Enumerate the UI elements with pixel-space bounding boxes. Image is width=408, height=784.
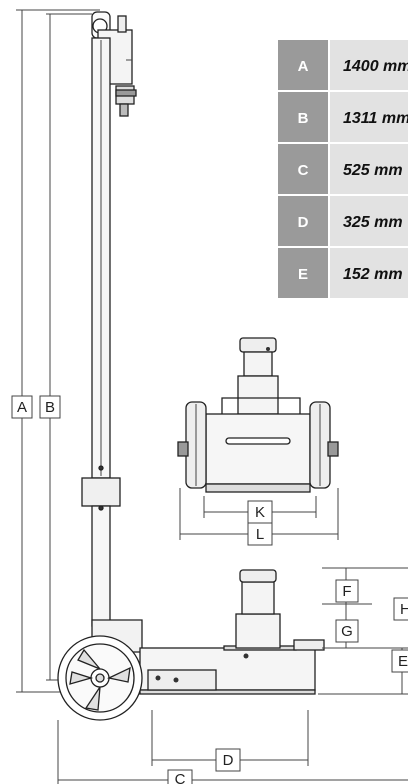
- cylinder-stage-2: [241, 581, 275, 615]
- front-cylinder-stage-1: [237, 375, 279, 415]
- air-valve: [115, 85, 137, 117]
- front-cylinder-stage-2: [243, 351, 273, 377]
- label-g: G: [341, 623, 353, 640]
- dimension-line-a: [16, 9, 100, 693]
- front-body: [205, 413, 311, 485]
- table-row-b: B 1311 mm: [278, 92, 408, 142]
- table-value-label: 525 mm: [343, 162, 403, 179]
- dimension-line-c: [57, 720, 408, 784]
- table-row-e: E 152 mm: [278, 248, 408, 298]
- dimension-line-k: [203, 496, 317, 518]
- label-c: C: [175, 771, 186, 784]
- dimension-table: A 1400 mm B 1311 mm C 525 mm D 325 mm E …: [278, 40, 408, 298]
- label-a-box: A: [11, 395, 33, 419]
- table-value-cell: [330, 196, 408, 246]
- table-key-cell: [278, 92, 328, 142]
- saddle: [239, 569, 277, 583]
- cylinder-stage-1: [235, 613, 281, 649]
- table-key-label: B: [298, 110, 309, 127]
- table-row-a: A 1400 mm: [278, 40, 408, 90]
- label-l: L: [256, 526, 264, 543]
- dimension-lines-right: [318, 567, 408, 695]
- label-g-box: G: [335, 619, 359, 643]
- label-d-box: D: [215, 748, 241, 772]
- table-key-cell: [278, 144, 328, 194]
- dimension-line-d: [151, 710, 309, 766]
- table-value-cell: [330, 92, 408, 142]
- table-value-label: 325 mm: [343, 214, 403, 231]
- handle-shaft-lower: [91, 505, 111, 627]
- table-value-cell: [330, 144, 408, 194]
- label-a: A: [17, 399, 27, 416]
- table-key-cell: [278, 248, 328, 298]
- table-key-label: C: [298, 162, 309, 179]
- table-key-cell: [278, 40, 328, 90]
- side-port: [293, 639, 325, 651]
- table-value-label: 1311 mm: [343, 110, 408, 127]
- table-key-label: A: [298, 58, 309, 75]
- label-h-box: H: [393, 597, 408, 621]
- dimension-line-b: [46, 13, 92, 681]
- table-value-cell: [330, 40, 408, 90]
- table-key-cell: [278, 196, 328, 246]
- label-b-box: B: [39, 395, 61, 419]
- label-f: F: [342, 583, 351, 600]
- table-value-label: 152 mm: [343, 266, 403, 283]
- table-value-cell: [330, 248, 408, 298]
- table-value-label: 1400 mm: [343, 58, 408, 75]
- label-e-box: E: [391, 649, 408, 673]
- label-e: E: [398, 653, 408, 670]
- jack-front-view: [177, 337, 339, 493]
- table-key-label: D: [298, 214, 309, 231]
- label-h: H: [400, 601, 408, 618]
- label-c-box: C: [167, 769, 193, 784]
- dimension-line-l: [179, 488, 339, 540]
- front-saddle: [239, 337, 277, 353]
- jack-side-view: [57, 11, 325, 721]
- label-l-box: L: [247, 522, 273, 546]
- label-d: D: [223, 752, 234, 769]
- wheel: [57, 635, 143, 721]
- label-k-box: K: [247, 500, 273, 524]
- handle-collar: [81, 477, 121, 507]
- label-b: B: [45, 399, 55, 416]
- table-key-label: E: [298, 266, 308, 283]
- label-f-box: F: [335, 579, 359, 603]
- table-row-c: C 525 mm: [278, 144, 408, 194]
- table-row-d: D 325 mm: [278, 196, 408, 246]
- label-k: K: [255, 504, 265, 521]
